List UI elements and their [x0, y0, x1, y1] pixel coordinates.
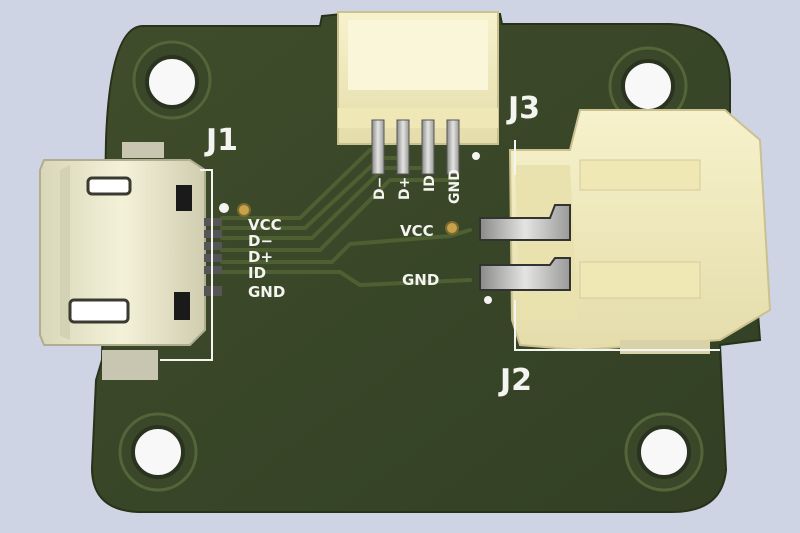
j2-reference-label: J2: [498, 363, 532, 398]
j3-pin-labels: D− D+ ID GND: [372, 169, 463, 204]
j1-pin-label: D+: [248, 248, 273, 266]
j3-connector: [337, 11, 499, 175]
j2-pin-label: VCC: [400, 222, 434, 240]
j1-pin-label: ID: [248, 264, 266, 282]
vias: [219, 203, 459, 235]
j2-pin-label: GND: [402, 271, 439, 289]
j3-pin-label: D−: [372, 177, 388, 200]
j1-reference-label: J1: [204, 123, 238, 158]
j2-pin-labels: VCC GND: [400, 222, 439, 289]
j3-pin-label: D+: [397, 177, 413, 200]
j3-pin-label: ID: [422, 175, 438, 192]
j3-pin-label: GND: [447, 169, 463, 204]
j1-pin-label: VCC: [248, 216, 282, 234]
mounting-hole-bottom-left: [118, 412, 198, 492]
j3-reference-label: J3: [506, 91, 540, 126]
j1-pin-label: GND: [248, 283, 285, 301]
j1-pin-label: D−: [248, 232, 273, 250]
j1-pin-labels: VCC D− D+ ID GND: [248, 216, 285, 301]
mounting-hole-top-left: [132, 40, 212, 120]
j1-micro-usb-connector: [39, 142, 222, 380]
j2-connector: [479, 109, 772, 354]
mounting-hole-bottom-right: [624, 412, 704, 492]
